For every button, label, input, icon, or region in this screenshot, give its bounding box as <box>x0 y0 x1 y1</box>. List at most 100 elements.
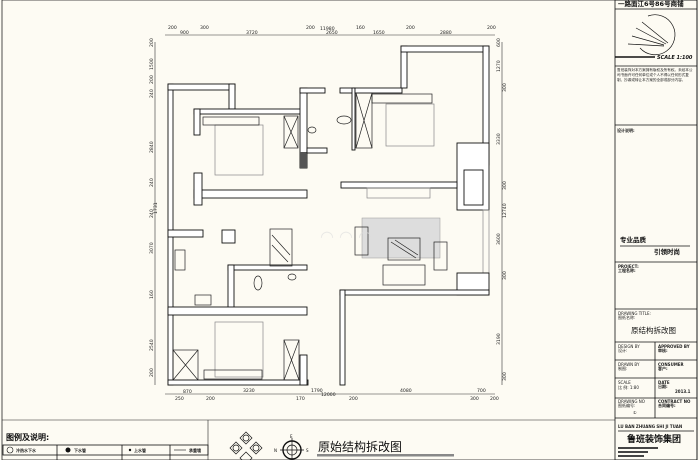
slogan-1: 专业品质 <box>620 235 647 244</box>
dim-label: 12740 <box>502 203 508 218</box>
dim-label: 600 <box>496 38 502 47</box>
dim-label: 11980 <box>320 26 335 32</box>
project-address: 一路面江6号86号商铺 <box>618 0 684 8</box>
drain-pipe-icon <box>65 447 71 453</box>
sink <box>174 249 186 271</box>
walls <box>167 45 490 386</box>
dim-label: 200 <box>306 25 315 31</box>
dim-label: 1790 <box>311 388 323 394</box>
dim-label: 200 <box>168 25 177 31</box>
dim-label: 240 <box>149 209 155 218</box>
company-pinyin: LU BAN ZHUANG SHI JI TUAN <box>618 424 682 429</box>
consumer-label: CONSUMER <box>658 362 684 367</box>
plan-title-underline <box>317 454 454 457</box>
drawing-no-label-cn: 图纸编号: <box>618 402 635 408</box>
dim-label: 250 <box>175 396 184 402</box>
compass-n: N <box>274 448 277 453</box>
hatched-column <box>300 152 307 168</box>
date-label: DATE <box>658 380 670 385</box>
dimensions-right: 600 1270 300 3330 300 12740 3600 300 319… <box>496 38 508 381</box>
dim-label: 200 <box>206 396 215 402</box>
coffee-table <box>387 237 421 261</box>
design-notes-label: 设计说明: <box>617 127 635 133</box>
dim-label: 300 <box>200 25 209 31</box>
dimensions-left: 200 1500 200 240 2840 240 1731 240 3070 … <box>149 38 159 377</box>
dim-label: 200 <box>149 368 155 377</box>
drawn-by-label-cn: 制图: <box>618 365 627 371</box>
compass-e: E <box>290 434 293 439</box>
stove <box>194 294 212 306</box>
toilet-1 <box>336 115 352 125</box>
compass-s: S <box>306 448 309 453</box>
dim-label: 2880 <box>440 30 452 36</box>
drawing-title-label-cn: 图纸名称: <box>618 314 635 320</box>
company-contact-lines <box>618 447 658 449</box>
scale-note: SCALE 1:100 <box>657 55 693 61</box>
dim-label: 1500 <box>149 58 155 70</box>
dim-label: 300 <box>470 396 479 402</box>
dimension-lines <box>154 34 503 395</box>
project-label: PROJECT: <box>618 264 639 269</box>
legend-item: 上水管 <box>134 447 146 453</box>
sofa <box>382 264 426 286</box>
compass-rose-icon: E N S <box>274 434 309 460</box>
dim-label: 1270 <box>496 60 502 72</box>
company-name: 鲁班装饰集团 <box>627 433 681 445</box>
design-by-label-cn: 设计: <box>618 347 627 353</box>
dim-label: 160 <box>149 290 155 299</box>
supply-pipe-icon <box>128 448 132 452</box>
dim-label: 200 <box>349 396 358 402</box>
date-value: 2013.1 <box>675 389 691 394</box>
dim-label: 300 <box>502 181 508 190</box>
approved-by-label: APPROVED BY <box>658 344 690 349</box>
dim-label: 2840 <box>149 141 155 153</box>
toilet-2 <box>253 275 263 291</box>
dim-label: 300 <box>502 271 508 280</box>
legend-item: 冷热水下水 <box>16 447 37 453</box>
project-label-cn: 工程名称: <box>618 267 636 273</box>
direction-symbols-icon <box>229 431 263 460</box>
drawing-title: 原结构拆改图 <box>631 325 676 335</box>
consumer-label-cn: 客户: <box>657 365 668 371</box>
dimensions-bottom: 870 250 200 3230 1790 170 12000 200 4080… <box>175 388 499 402</box>
dim-label: 170 <box>296 396 305 402</box>
company-logo-icon <box>627 14 676 56</box>
furniture <box>172 92 448 381</box>
dim-label: 3190 <box>496 333 502 345</box>
slogan-2: 引领时尚 <box>654 247 680 256</box>
bed-third <box>214 321 264 378</box>
dim-label: 1650 <box>373 30 385 36</box>
dim-label: 200 <box>490 396 499 402</box>
basin-1 <box>307 126 317 134</box>
legend: 图例及说明: 冷热水下水 下水管 上水管 承重墙 <box>2 420 209 460</box>
dim-label: 240 <box>149 89 155 98</box>
drawing-no-label: DRAWING NO <box>618 399 645 404</box>
dim-label: 200 <box>487 25 496 31</box>
approved-by-label-cn: 审核: <box>658 347 668 353</box>
dim-label: 160 <box>356 25 365 31</box>
watermark: ◠ ◠ ◠ <box>320 227 372 246</box>
copyright-note: 鲁班装饰对本方案拥有版权及所有权。未经本公司书面许可任何单位或个人不得以任何形式… <box>617 68 693 82</box>
scale-label: SCALE <box>618 380 631 385</box>
legend-item: 下水管 <box>74 447 86 453</box>
dim-label: 300 <box>502 372 508 381</box>
dim-label: 700 <box>477 388 486 394</box>
dim-label: 200 <box>149 38 155 47</box>
date-label-cn: 日期: <box>658 383 668 389</box>
contract-no-label: CONTRACT NO <box>658 399 691 404</box>
dim-label: 3230 <box>243 388 255 394</box>
scale-value: 比 例: 1:80 <box>618 384 639 390</box>
basin-2 <box>287 273 297 281</box>
plan-title: 原始结构拆改图 <box>318 439 402 454</box>
dimensions-top: 200 900 300 3720 200 11980 2650 160 1650… <box>168 25 496 36</box>
hot-cold-water-icon <box>6 446 14 454</box>
dining-table <box>269 228 293 267</box>
design-by-label: DESIGN BY <box>618 344 640 349</box>
dim-label: 3720 <box>246 30 258 36</box>
legend-title: 图例及说明: <box>6 432 49 442</box>
dim-label: 3070 <box>149 242 155 254</box>
bed-second <box>385 103 435 147</box>
drawn-by-label: DRAWN BY <box>618 362 640 367</box>
dim-label: 4080 <box>400 388 412 394</box>
